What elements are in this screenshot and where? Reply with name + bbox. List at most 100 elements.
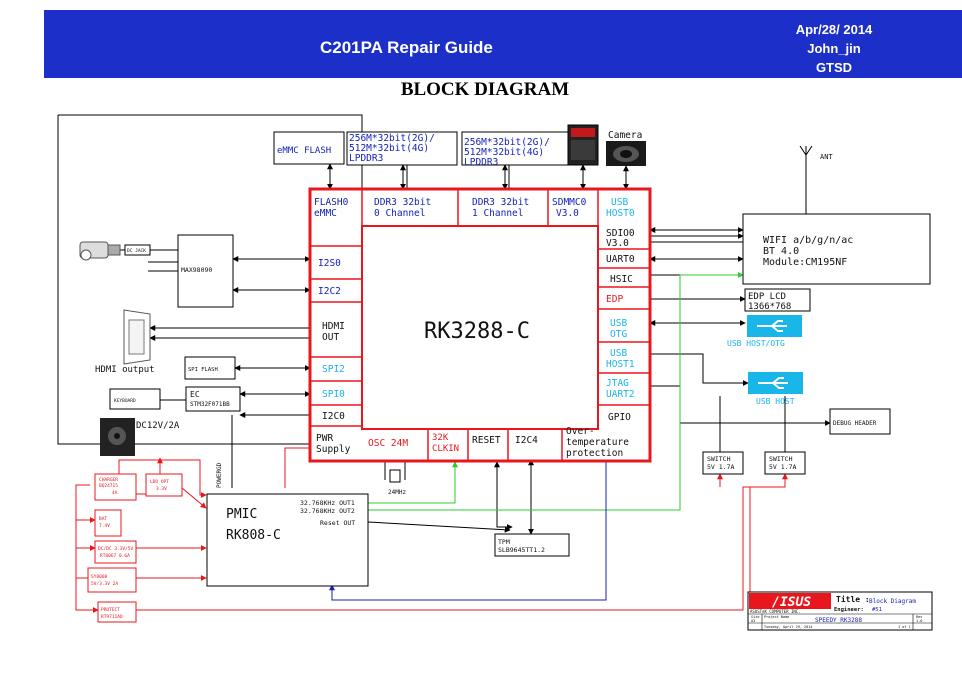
sd-card-icon bbox=[567, 124, 599, 166]
pwr-supply-line bbox=[284, 447, 310, 488]
document-department: GTSD bbox=[815, 60, 853, 75]
usb-otg-port: USB HOST/OTG bbox=[727, 315, 802, 348]
usb-otg-icon bbox=[757, 320, 787, 332]
debug-header-label: DEBUG HEADER bbox=[833, 420, 877, 427]
keyboard-block: KEYBOARD bbox=[109, 388, 161, 410]
ldo-line-2: 3.3V bbox=[156, 486, 167, 492]
port-i2c2: I2C2 bbox=[318, 286, 341, 297]
hdmi-output-label: HDMI output bbox=[95, 365, 155, 375]
port-hsic: HSIC bbox=[610, 274, 633, 285]
tpm-line-1: TPM bbox=[498, 538, 510, 546]
ddr-right-line-1: 256M*32bit(2G)/ bbox=[464, 137, 550, 148]
pmic-reset-link bbox=[367, 521, 511, 533]
switch-right-line-1: SWITCH bbox=[769, 455, 793, 463]
port-sdmmc-2: V3.0 bbox=[556, 208, 579, 219]
headset-jack-icon: DC JACK bbox=[79, 241, 151, 261]
document-date: Apr/28/ 2014 bbox=[795, 22, 873, 37]
pmic-label-1: PMIC bbox=[226, 507, 257, 522]
size-value: A3 bbox=[751, 619, 755, 623]
charger-line-1: CHARGER bbox=[99, 477, 118, 483]
battery-line-1: BAT bbox=[99, 516, 107, 522]
port-overtemp-2: temperature bbox=[566, 437, 629, 448]
camera-icon: Camera bbox=[606, 130, 646, 166]
document-title: C201PA Repair Guide bbox=[320, 38, 493, 57]
title-value: Block Diagram bbox=[869, 598, 916, 605]
port-uart0: UART0 bbox=[606, 254, 635, 265]
port-spi2: SPI2 bbox=[322, 364, 345, 375]
document-author: John_jin bbox=[807, 41, 861, 56]
switch-right-block: SWITCH 5V 1.7A bbox=[764, 451, 806, 475]
asus-logo: /ISUS bbox=[772, 595, 811, 610]
port-edp: EDP bbox=[606, 294, 623, 305]
camera-label: Camera bbox=[608, 130, 642, 141]
pmic-block: PMIC RK808-C 32.768KHz OUT1 32.768KHz OU… bbox=[206, 493, 369, 587]
switch-left-line-2: 5V 1.7A bbox=[707, 463, 734, 471]
max98090-label: MAX98090 bbox=[181, 266, 212, 274]
engineer-label: Engineer: bbox=[834, 607, 864, 613]
port-sdio-1: SDIO0 bbox=[606, 228, 635, 239]
protect-line-2: RT9711AD bbox=[101, 614, 123, 620]
soc-rk3288: RK3288-C FLASH0 eMMC DDR3 32bit 0 Channe… bbox=[308, 187, 652, 463]
emmc-flash-block: eMMC FLASH bbox=[273, 131, 345, 165]
header-bar: C201PA Repair Guide Apr/28/ 2014 John_ji… bbox=[44, 10, 962, 78]
port-pwr-2: Supply bbox=[316, 444, 351, 455]
port-hdmi-2: OUT bbox=[322, 332, 339, 343]
usb-host-icon bbox=[758, 377, 788, 389]
max98090-block: MAX98090 bbox=[177, 234, 234, 308]
port-usb-host0-2: HOST0 bbox=[606, 208, 635, 219]
antenna-label: ANT bbox=[820, 153, 833, 161]
size-label: Size bbox=[751, 615, 759, 619]
sheet-value: 1 of 1 bbox=[898, 625, 911, 629]
battery-line-2: 7.4V bbox=[99, 523, 110, 529]
port-gpio: GPIO bbox=[608, 412, 631, 423]
port-i2c0: I2C0 bbox=[322, 411, 345, 422]
reset-link bbox=[494, 461, 513, 530]
keyboard-label: KEYBOARD bbox=[114, 398, 136, 404]
host1-link bbox=[650, 353, 749, 386]
power-lines bbox=[75, 447, 788, 613]
edp-lcd-block: EDP LCD 1366*768 bbox=[744, 288, 811, 312]
switch-left-line-1: SWITCH bbox=[707, 455, 731, 463]
emmc-flash-label: eMMC FLASH bbox=[277, 146, 331, 156]
spi-flash-label: SPI FLASH bbox=[188, 367, 218, 373]
usb-otg-label: USB HOST/OTG bbox=[727, 339, 785, 348]
dc-jack-label: DC JACK bbox=[127, 248, 146, 254]
wifi-line-3: Module:CM195NF bbox=[763, 257, 847, 268]
port-clkin-1: 32K bbox=[432, 433, 449, 443]
pmic-pin-out2: 32.768KHz OUT2 bbox=[300, 507, 355, 515]
port-overtemp-3: protection bbox=[566, 448, 623, 459]
clock-lines bbox=[368, 272, 744, 511]
port-usb-host0-1: USB bbox=[611, 197, 628, 208]
hdmi-connector: HDMI output bbox=[95, 309, 155, 375]
port-emmc: eMMC bbox=[314, 208, 337, 219]
port-hdmi-1: HDMI bbox=[322, 321, 345, 332]
switch-right-line-2: 5V 1.7A bbox=[769, 463, 796, 471]
edp-lcd-line-1: EDP LCD bbox=[748, 292, 786, 302]
switch-left-block: SWITCH 5V 1.7A bbox=[702, 451, 744, 475]
ddr-left-line-1: 256M*32bit(2G)/ bbox=[349, 133, 435, 144]
port-reset: RESET bbox=[472, 435, 501, 446]
dc-in-jack: DC12V/2A bbox=[100, 418, 180, 456]
port-overtemp-1: Over- bbox=[566, 426, 595, 437]
ddr-left-line-2: 512M*32bit(4G) bbox=[349, 143, 429, 154]
rev-value: 1.0 bbox=[916, 619, 922, 623]
company-name: ASUSTeK COMPUTER INC. bbox=[750, 609, 801, 614]
tpm-line-2: SLB9645TT1.2 bbox=[498, 546, 545, 554]
port-usb-host1-1: USB bbox=[610, 348, 627, 359]
soc-name: RK3288-C bbox=[424, 319, 530, 344]
wifi-line-1: WIFI a/b/g/n/ac bbox=[763, 235, 853, 246]
ddr-left-block: 256M*32bit(2G)/ 512M*32bit(4G) LPDDR3 bbox=[346, 131, 458, 166]
wifi-module-block: WIFI a/b/g/n/ac BT 4.0 Module:CM195NF bbox=[742, 213, 931, 285]
port-usb-otg-1: USB bbox=[610, 318, 627, 329]
port-usb-host1-2: HOST1 bbox=[606, 359, 635, 370]
powergd-label: POWERGD bbox=[216, 462, 223, 488]
port-clkin-2: CLKIN bbox=[432, 444, 459, 454]
project-label: Project Name bbox=[764, 615, 789, 619]
port-ddr-a-1: DDR3 32bit bbox=[374, 197, 431, 208]
title-block: /ISUS ASUSTeK COMPUTER INC. Title : Bloc… bbox=[747, 591, 933, 631]
diagram-title: BLOCK DIAGRAM bbox=[400, 79, 570, 100]
edp-lcd-line-2: 1366*768 bbox=[748, 302, 791, 312]
ec-block: EC STM32F071BB bbox=[185, 386, 241, 412]
port-sdmmc-1: SDMMC0 bbox=[552, 197, 587, 208]
usb-host-port: USB HOST bbox=[748, 372, 803, 406]
